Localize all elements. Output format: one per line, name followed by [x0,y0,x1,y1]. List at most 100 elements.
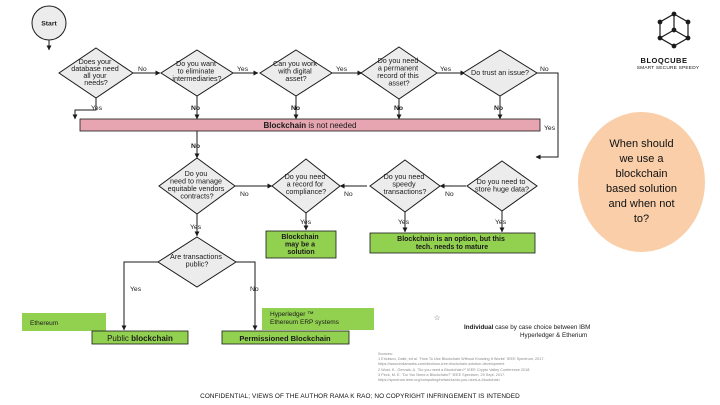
individual-line2: Hyperledger & Etherium [520,332,587,339]
q1-line: database need [71,64,119,73]
connectors [46,40,559,331]
edge-label-yes: Yes [544,125,556,132]
permissioned-blockchain-box [221,330,350,345]
q6-line: equitable vendors [168,184,225,193]
decision-q7 [271,158,341,214]
not-needed-bold: Blockchain [264,121,307,130]
q6-line: need to manage [170,177,222,186]
option-text: Blockchain is an option, but this tech. … [397,236,507,251]
bloqcube-logo-icon [657,11,691,49]
reference-line: 2 Wust, K., Gervais, A. "Do you need a B… [378,367,531,372]
ethereum-box [22,313,106,331]
reference-line: Sources: [378,352,393,356]
maybe-solution-box [265,230,337,259]
q7-line: compliance? [286,187,326,196]
decision-q4 [360,46,438,100]
callout-text: When should we use a blockchain based so… [606,138,677,225]
hyperledger-line: Hyperledger ™ [270,311,314,318]
public-blockchain-text: Public blockchain [107,334,173,343]
star-icon: ☆ [434,315,441,322]
q10-text: Are transactions public? [170,252,224,269]
edge-label-yes: Yes [237,66,249,73]
q7-line: Do you need [285,172,326,181]
q6-line: contracts? [180,192,213,201]
maybe-text: Blockchain may be a solution [281,234,320,256]
edge-labels: No Yes Yes Yes No Yes No No No No Yes No… [91,66,556,293]
edge-label-yes: Yes [398,219,410,226]
diamond-texts: Does your database need all your needs? … [71,56,529,269]
decision-q5 [462,49,538,97]
permissioned-text: Permissioned Blockchain [239,334,331,343]
q8-line: Do you need [384,172,425,181]
q4-line: a permanent [378,64,418,73]
q4-line: Do you need [378,56,419,65]
decision-q6 [158,157,236,215]
public-prefix: Public [107,334,131,343]
footer-disclaimer: CONFIDENTIAL; VIEWS OF THE AUTHOR RAMA K… [200,393,520,400]
edge-label-yes: Yes [300,219,312,226]
decision-q2 [160,49,234,97]
start-label: Start [41,21,57,28]
edge-label-no: No [240,191,249,198]
question-callout: When should we use a blockchain based so… [578,112,705,252]
edge-label-yes: Yes [91,105,103,112]
q5-text: Do trust an issue? [471,68,529,77]
decision-q10 [157,236,237,288]
q8-line: speedy [392,180,416,189]
edge-label-no: No [494,105,503,112]
maybe-line: may be a [285,242,315,249]
q2-line: Do you want [176,59,216,68]
q9-line: store huge data? [475,185,529,194]
edge-q10-public [123,261,160,312]
option-line: Blockchain is an option, but this [397,236,505,243]
edge-label-no: No [138,66,147,73]
edge-label-yes: Yes [130,286,142,293]
decision-q3 [259,49,333,97]
q10-line: Are transactions [170,252,222,261]
public-blockchain-box [91,330,189,345]
q3-line: with digital [277,67,312,76]
edge-q10-permissioned [234,261,258,331]
q10-line: public? [186,260,209,269]
q2-text: Do you want to eliminate intermediaries? [172,59,221,83]
not-needed-text: Blockchain is not needed [264,121,357,130]
edge-label-no: No [191,143,200,150]
hyperledger-line: Ethereum ERP systems [270,319,340,326]
q1-line: needs? [84,78,108,87]
q4-text: Do you need a permanent record of this a… [377,56,421,88]
edge-label-no: No [250,286,259,293]
not-needed-rest: is not needed [306,121,356,130]
edge-q1-bar [72,96,97,120]
q4-line: record of this [377,71,419,80]
q1-line: all your [83,71,107,80]
reference-line: https://www.indiamarks.com/decision-tree… [378,362,505,367]
individual-bold: Individual [464,324,494,331]
brand-name: BLOQCUBE [640,56,688,65]
q7-text: Do you need a record for compliance? [285,172,328,196]
not-needed-bar [79,118,541,132]
decision-q8 [369,159,441,213]
reference-line: 3 Peck, M. E. "Do You Need a Blockchain?… [378,372,506,377]
q9-line: Do you need to [477,177,526,186]
q3-text: Can you work with digital asset? [273,59,319,83]
edge-q5-q9 [535,72,559,160]
edge-label-no: No [191,105,200,112]
edge-label-no: No [344,191,353,198]
maybe-line: Blockchain [281,234,318,241]
edge-label-yes: Yes [440,66,452,73]
start-node [31,5,67,41]
q1-line: Does your [79,57,112,66]
q6-line: Do you [185,169,208,178]
edge-label-no: No [291,105,300,112]
decision-q9 [466,160,538,212]
q3-line: Can you work [273,59,317,68]
edge-label-yes: Yes [495,219,507,226]
q3-line: asset? [285,74,306,83]
q7-line: a record for [287,180,324,189]
reference-line: 1 Erickson, Dalle, ed al. "How To Use Bl… [378,357,545,362]
q8-line: transactions? [384,187,427,196]
individual-text: Individual case by case choice between I… [464,324,592,339]
decision-diamonds [58,46,538,288]
brand-tagline: SMART SECURE SPEEDY [636,66,700,71]
